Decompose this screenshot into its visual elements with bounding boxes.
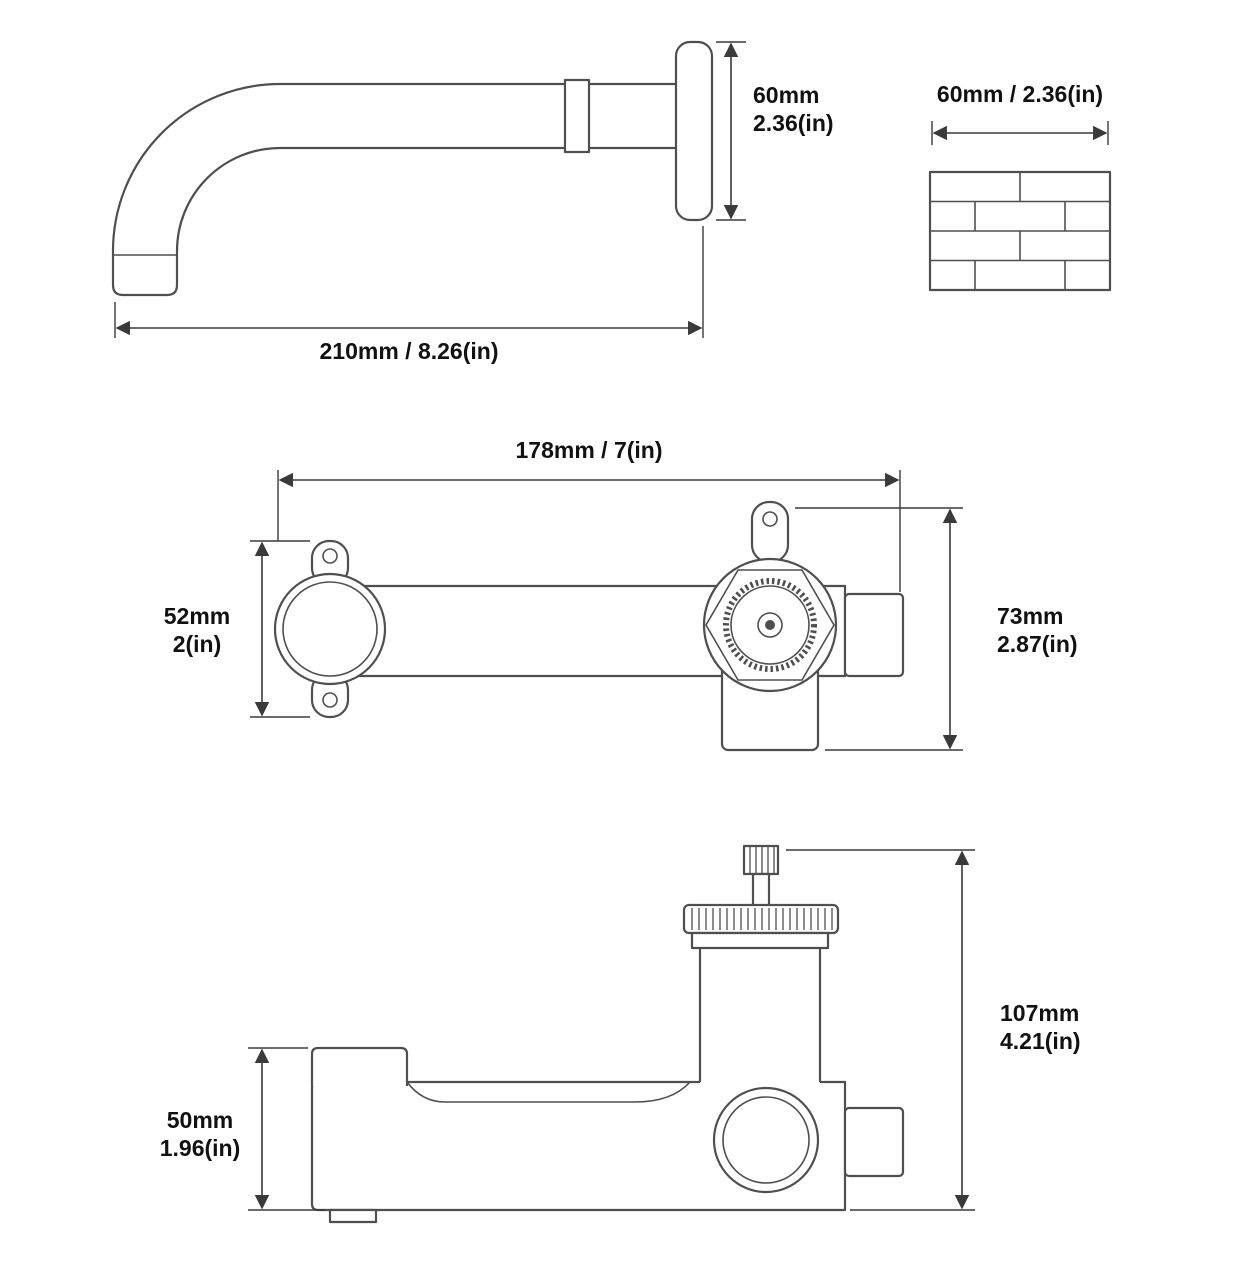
side-port-circle-inner	[722, 1096, 810, 1184]
brick-wall	[928, 170, 1112, 292]
spout-outline	[111, 82, 680, 297]
dimension-spout-length: 210mm / 8.26(in)	[114, 226, 704, 364]
dimension-side-right-height: 107mm 4.21(in)	[786, 849, 1081, 1211]
dimension-flange-height: 60mm 2.36(in)	[716, 41, 834, 221]
ear-screw-hole	[762, 511, 778, 527]
spout-collar	[563, 78, 591, 154]
dimension-label: 52mm	[164, 603, 230, 629]
knurled-stem-top	[742, 844, 780, 876]
dimension-label: 2(in)	[173, 631, 222, 657]
dimension-label: 107mm	[1000, 1000, 1079, 1026]
cartridge-cap-disc	[682, 903, 840, 935]
dimension-label: 2.87(in)	[997, 631, 1078, 657]
dimension-label: 73mm	[997, 603, 1063, 629]
dimension-label: 1.96(in)	[160, 1135, 241, 1161]
body-step-line	[406, 1081, 691, 1103]
dimension-label: 60mm	[753, 82, 819, 108]
cartridge-knurled-ring	[723, 578, 817, 672]
dimension-label: 50mm	[167, 1107, 233, 1133]
side-right-stub	[843, 1106, 905, 1178]
cartridge-stem-dot	[765, 620, 775, 630]
mounting-ear-top-center	[750, 500, 790, 564]
spout-side-view: 60mm 2.36(in) 210mm / 8.26(in)	[111, 40, 834, 364]
cartridge-inner-circle	[730, 585, 810, 665]
ear-screw-hole	[322, 548, 338, 564]
dimension-label: 178mm / 7(in)	[516, 437, 663, 463]
right-stub	[843, 592, 905, 678]
left-port-circle-inner	[282, 581, 378, 677]
valve-side-view: 50mm 1.96(in) 107mm 4.21(in)	[160, 844, 1081, 1224]
cap-ridges	[691, 908, 833, 930]
dimension-right-height: 73mm 2.87(in)	[795, 507, 1078, 751]
side-port-circle-outer	[712, 1086, 820, 1194]
dimension-label: 60mm / 2.36(in)	[937, 81, 1103, 107]
dimension-side-left-height: 50mm 1.96(in)	[160, 1047, 325, 1211]
wall-cross-section: 60mm / 2.36(in)	[928, 81, 1112, 292]
left-inlet-port	[310, 1046, 409, 1086]
cartridge-stem	[751, 872, 771, 908]
dimension-left-height: 52mm 2(in)	[164, 540, 310, 718]
dimension-label: 210mm / 8.26(in)	[320, 338, 499, 364]
valve-front-view: 178mm / 7(in) 52mm 2(in) 73mm 2.87(in)	[164, 437, 1078, 752]
dimension-wall-width: 60mm / 2.36(in)	[931, 81, 1109, 145]
left-port-circle-outer	[273, 572, 387, 686]
wall-flange	[674, 40, 714, 222]
dimension-valve-width: 178mm / 7(in)	[277, 437, 901, 592]
cartridge-hex-nut	[705, 569, 835, 681]
dimension-label: 4.21(in)	[1000, 1028, 1081, 1054]
cartridge-cap-lip	[690, 931, 830, 950]
ear-screw-hole	[322, 692, 338, 708]
bottom-foot-tab	[328, 1208, 378, 1224]
dimension-label: 2.36(in)	[753, 110, 834, 136]
cartridge-stem-ring	[757, 612, 783, 638]
